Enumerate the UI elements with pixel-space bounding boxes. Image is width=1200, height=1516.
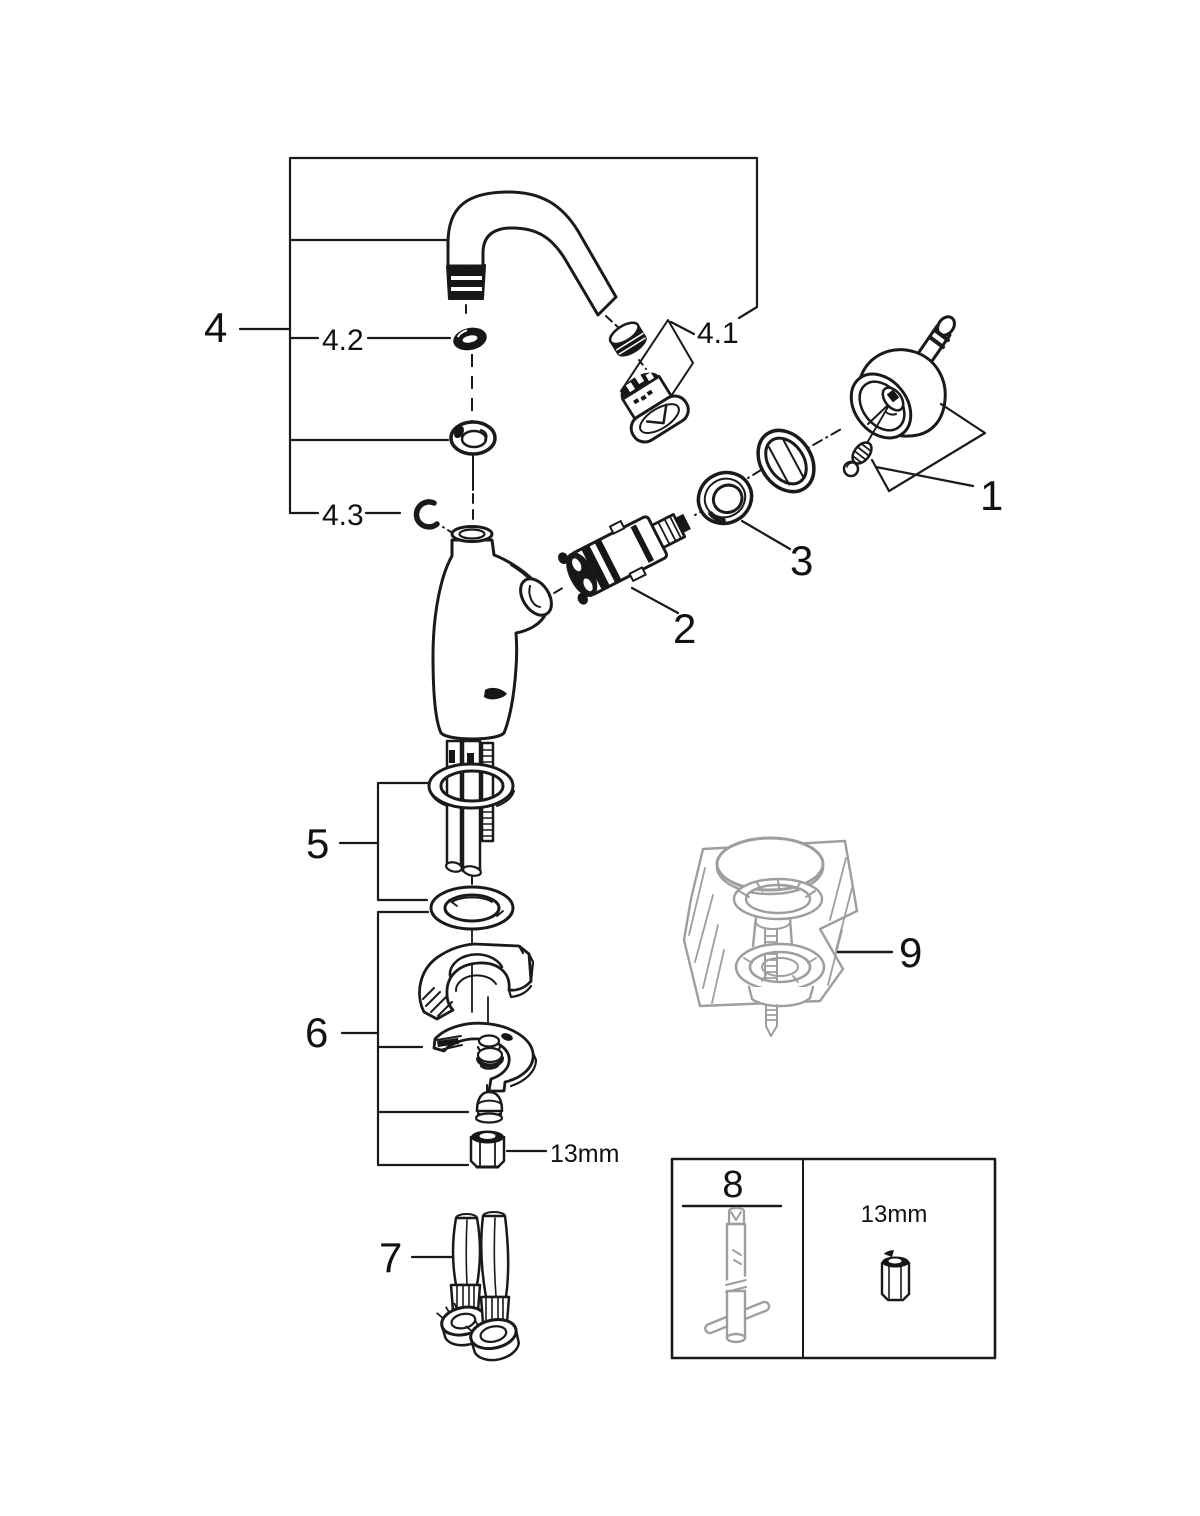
- spout-seal-bushing: [449, 420, 497, 524]
- callout-bracket-4: [238, 156, 759, 515]
- dome-nut: [474, 1090, 504, 1124]
- base-gasket: [429, 885, 515, 931]
- part-label-9: 9: [899, 929, 922, 976]
- mounting-clamp: [432, 1021, 538, 1093]
- waste-plug-cap: [715, 836, 825, 892]
- part-label-3: 3: [790, 537, 813, 584]
- handle: [842, 315, 987, 493]
- handle-plug-ball: [842, 460, 860, 478]
- part-labels: 4 4.2 4.1 4.3 1 2 3 5 6 7 9 8 13mm 13mm: [204, 304, 1003, 1281]
- cap-nut: [696, 469, 792, 551]
- faucet-body: [431, 525, 567, 741]
- aerator-group: [608, 319, 694, 444]
- aerator-adapter: [608, 321, 647, 357]
- o-ring-4-2: [453, 327, 487, 351]
- box-wrench-size-label: 13mm: [861, 1201, 928, 1228]
- part-label-7: 7: [379, 1234, 402, 1281]
- popup-waste: [682, 836, 894, 1037]
- fixing-set: [340, 885, 548, 1169]
- part-label-8: 8: [722, 1164, 743, 1206]
- part-label-2: 2: [673, 605, 696, 652]
- part-label-4-2: 4.2: [322, 324, 364, 357]
- tool-box-hex-nut: [880, 1250, 911, 1302]
- callout-bracket-5: [376, 781, 432, 902]
- handle-set-screw: [851, 441, 873, 465]
- part-label-4: 4: [204, 304, 227, 351]
- spout: [446, 190, 622, 331]
- part-label-5: 5: [306, 820, 329, 867]
- wedge-spacer: [418, 942, 535, 1021]
- hex-nut: [469, 1130, 506, 1169]
- cartridge: [558, 508, 707, 615]
- callout-bracket-1: [870, 402, 987, 493]
- part-label-4-3: 4.3: [322, 499, 364, 532]
- wrench-size-label: 13mm: [550, 1140, 619, 1168]
- escutcheon-ring: [756, 427, 844, 494]
- tool-box: [670, 1157, 997, 1360]
- mounting-shank-assembly: [338, 739, 515, 902]
- part-label-1: 1: [980, 472, 1003, 519]
- supply-hoses: [410, 1211, 521, 1362]
- mounting-tool: [704, 1206, 771, 1344]
- part-label-6: 6: [305, 1009, 328, 1056]
- aerator-housing: [620, 372, 690, 444]
- part-label-4-1: 4.1: [697, 317, 739, 350]
- callout-bracket-6: [376, 910, 470, 1167]
